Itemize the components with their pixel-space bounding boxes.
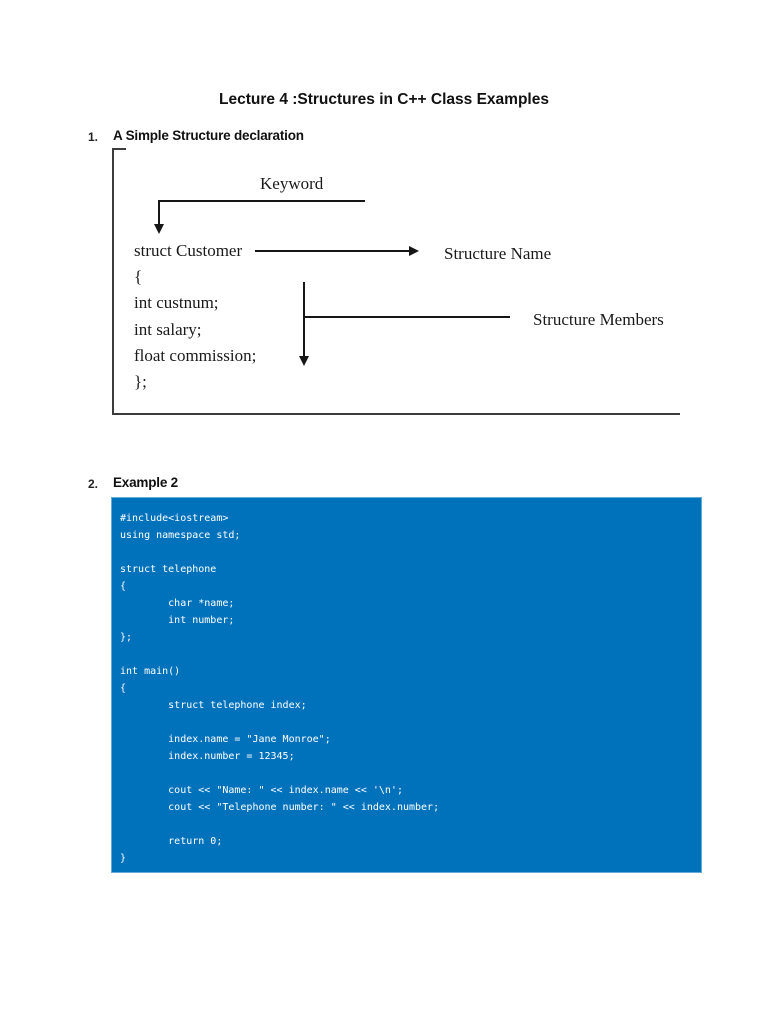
structure-members-label: Structure Members: [533, 310, 664, 329]
page-title: Lecture 4 :Structures in C++ Class Examp…: [219, 91, 549, 108]
arrow-down-icon: [154, 224, 164, 234]
structure-members-pointer-line: [303, 316, 510, 318]
structure-members-vline: [303, 282, 305, 358]
structure-name-pointer-line: [255, 250, 410, 252]
list-item-example2: 2. Example 2: [88, 475, 178, 491]
list-item-simple-structure: 1. A Simple Structure declaration: [88, 128, 304, 144]
arrow-down-icon: [299, 356, 309, 366]
diagram-box-top-stub: [114, 148, 126, 150]
list-item-label: A Simple Structure declaration: [113, 128, 304, 143]
structure-declaration-diagram: Keyword struct Customer { int custnum; i…: [112, 148, 680, 415]
list-item-number: 2.: [88, 477, 99, 491]
keyword-label: Keyword: [260, 174, 324, 193]
keyword-pointer-vline: [158, 200, 160, 226]
structure-name-label: Structure Name: [444, 244, 552, 263]
arrow-right-icon: [409, 246, 419, 256]
list-item-number: 1.: [88, 130, 99, 144]
list-item-label: Example 2: [113, 475, 178, 490]
struct-declaration-code: struct Customer { int custnum; int salar…: [134, 241, 257, 392]
example2-code-text: #include<iostream> using namespace std; …: [120, 513, 440, 864]
keyword-pointer-line: [159, 200, 365, 202]
example2-code-block: #include<iostream> using namespace std; …: [111, 497, 702, 873]
